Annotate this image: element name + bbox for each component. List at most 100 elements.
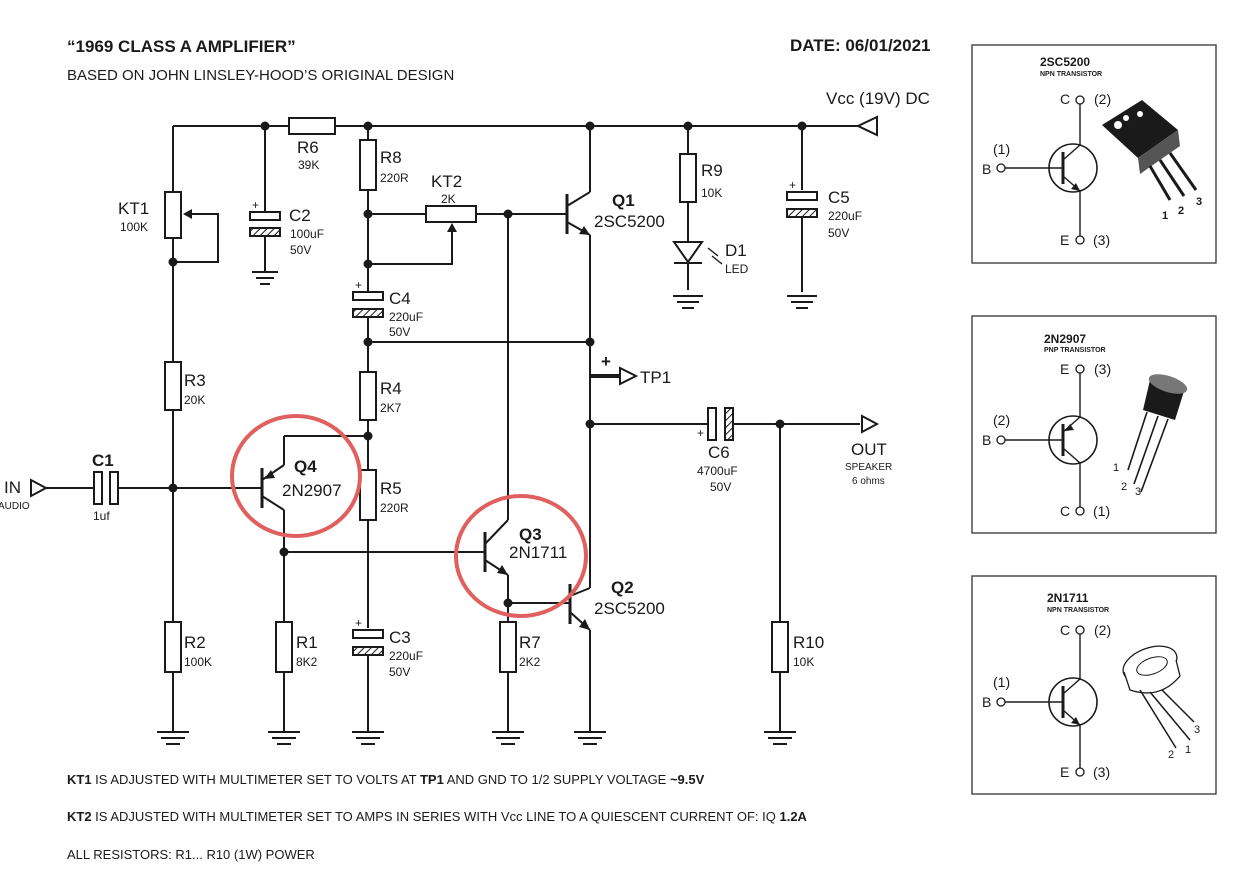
transistor-q1: Q1 2SC5200 [565,191,665,236]
pin-num-e: (3) [1094,361,1111,377]
q1-part: 2SC5200 [594,212,665,231]
r9-label: R9 [701,161,723,180]
c1-value: 1uf [93,509,110,523]
leg-num-1: 1 [1185,744,1191,756]
c6-voltage: 50V [710,480,731,494]
resistor-r4: R4 2K7 [359,371,402,421]
resistor-r7: R7 2K2 [499,621,541,673]
pinout-2n2907-part: 2N2907 [1044,332,1086,346]
vcc-label: Vcc (19V) DC [826,89,930,108]
pin-label-c: C [1060,91,1070,107]
pinout-2sc5200-type: NPN TRANSISTOR [1040,71,1102,78]
c4-voltage: 50V [389,325,410,339]
q3-label: Q3 [519,525,542,544]
pin-num-e: (3) [1093,764,1110,780]
d1-label: D1 [725,241,747,260]
q1-label: Q1 [612,191,635,210]
capacitor-c3: + C3 220uF 50V [352,616,423,679]
tp1-polarity: + [601,352,611,371]
c6-polarity: + [697,426,704,440]
c6-label: C6 [708,443,730,462]
pin-label-e: E [1060,764,1069,780]
r6-value: 39K [298,158,319,172]
kt2-value: 2K [441,192,456,206]
date-label: DATE: 06/01/2021 [790,36,930,55]
to39-package-icon [1122,645,1195,749]
pin-num-c: (1) [1093,503,1110,519]
c4-value: 220uF [389,310,423,324]
capacitor-c4: + C4 220uF 50V [352,278,423,339]
vcc-terminal-icon [855,115,878,137]
r3-label: R3 [184,371,206,390]
to264-package-icon [1102,100,1198,201]
leg-num-3: 3 [1196,196,1202,208]
pin-num-b: (2) [993,412,1010,428]
resistor-r9: R9 10K [679,153,723,203]
pin-label-b: B [982,161,991,177]
leg-num-2: 2 [1168,749,1174,761]
r10-label: R10 [793,633,824,652]
r1-value: 8K2 [296,655,318,669]
pinout-panel-2n1711: 2N1711 NPN TRANSISTOR C (2) B (1) E (3) … [971,575,1217,795]
capacitor-c6: + C6 4700uF 50V [697,407,738,494]
note-kt1: KT1 IS ADJUSTED WITH MULTIMETER SET TO V… [67,772,705,787]
r3-value: 20K [184,393,205,407]
resistor-r6: R6 39K [288,117,336,172]
tp1-terminal-icon [619,366,639,386]
q4-highlight-circle [230,414,362,538]
r2-value: 100K [184,655,212,669]
leg-num-1: 1 [1113,462,1119,474]
output-sublabel-ohms: 6 ohms [852,476,885,487]
resistor-r10: R10 10K [771,621,824,673]
input-sublabel: AUDIO [0,501,30,512]
c1-label: C1 [92,451,114,470]
leg-num-1: 1 [1162,210,1168,222]
output-sublabel-speaker: SPEAKER [845,462,892,473]
capacitor-c1: C1 1uf [92,451,119,523]
q3-part: 2N1711 [509,543,567,562]
r8-label: R8 [380,148,402,167]
r5-label: R5 [380,479,402,498]
r4-value: 2K7 [380,401,402,415]
c2-value: 100uF [290,227,324,241]
page-subtitle: BASED ON JOHN LINSLEY-HOOD’S ORIGINAL DE… [67,67,454,84]
q2-part: 2SC5200 [594,599,665,618]
note-kt2: KT2 IS ADJUSTED WITH MULTIMETER SET TO A… [67,809,808,824]
resistor-r3: R3 20K [164,361,206,411]
tp1-label: TP1 [640,368,671,387]
note-resistors: ALL RESISTORS: R1... R10 (1W) POWER [67,847,315,862]
pin-num-c: (2) [1094,622,1111,638]
c3-voltage: 50V [389,665,410,679]
r2-label: R2 [184,633,206,652]
resistor-r8: R8 220R [359,139,409,191]
c4-label: C4 [389,289,411,308]
potentiometer-kt2: KT2 2K [425,172,477,240]
transistor-q4: Q4 2N2907 [260,457,342,511]
pin-label-e: E [1060,232,1069,248]
pinout-panel-2n2907: 2N2907 PNP TRANSISTOR E (3) B (2) C (1) … [971,315,1217,534]
pin-num-e: (3) [1093,232,1110,248]
transistor-q2: Q2 2SC5200 [568,578,665,631]
c3-value: 220uF [389,649,423,663]
q3-highlight-circle [454,494,588,618]
pinout-2n1711-type: NPN TRANSISTOR [1047,607,1109,614]
resistor-r5: R5 220R [359,469,409,521]
c5-voltage: 50V [828,226,849,240]
r6-label: R6 [297,138,319,157]
output-label: OUT [851,440,887,459]
c2-polarity: + [252,198,259,212]
to92-package-icon [1127,374,1188,493]
d1-type: LED [725,262,749,276]
pin-label-c: C [1060,622,1070,638]
c5-value: 220uF [828,209,862,223]
potentiometer-kt1: KT1 100K [118,191,218,239]
leg-num-2: 2 [1121,481,1127,493]
r7-value: 2K2 [519,655,541,669]
r5-value: 220R [380,501,409,515]
ground-symbols [157,271,817,745]
q2-label: Q2 [611,578,634,597]
pin-num-c: (2) [1094,91,1111,107]
r9-value: 10K [701,186,722,200]
resistor-r2: R2 100K [164,621,212,673]
pin-num-b: (1) [993,674,1010,690]
